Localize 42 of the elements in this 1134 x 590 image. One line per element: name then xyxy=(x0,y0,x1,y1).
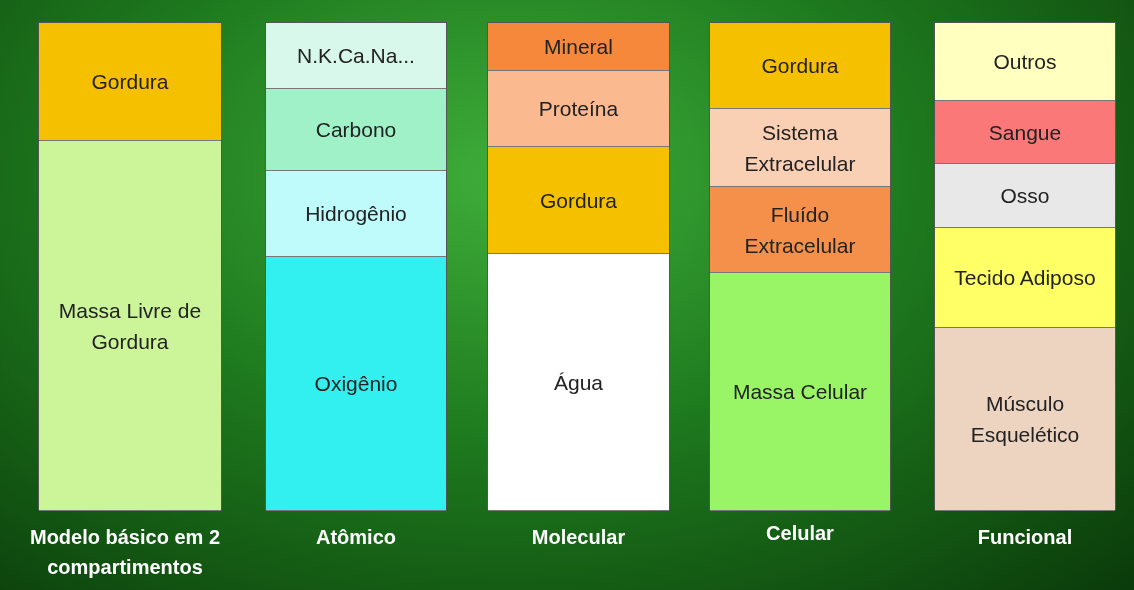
segment-label: Gordura xyxy=(538,187,618,214)
segment-label: Sistema Extracelular xyxy=(743,119,857,177)
segment-label: Outros xyxy=(992,49,1058,75)
column-segment xyxy=(488,71,669,147)
column-segment xyxy=(710,187,890,273)
segment-label: Osso xyxy=(999,183,1051,209)
column-segment xyxy=(266,89,446,171)
column-segment xyxy=(39,23,221,141)
column-segment xyxy=(266,257,446,511)
column-caption: Molecular xyxy=(530,525,627,550)
segment-label: Fluído Extracelular xyxy=(743,201,857,259)
segment-label: N.K.Ca.Na... xyxy=(296,43,416,69)
column-segment xyxy=(39,141,221,511)
column-caption: Celular xyxy=(765,521,835,546)
column-segment xyxy=(488,147,669,254)
segment-label: Sangue xyxy=(987,119,1063,146)
segment-label: Proteína xyxy=(537,96,620,122)
segment-label: Oxigênio xyxy=(313,371,399,397)
column-segment xyxy=(935,328,1115,511)
column-segment xyxy=(488,23,669,71)
column-segment xyxy=(266,171,446,257)
column-caption: Atômico xyxy=(315,525,397,550)
segment-label: Gordura xyxy=(90,69,170,95)
segment-label: Mineral xyxy=(543,34,614,60)
segment-label: Músculo Esquelético xyxy=(969,391,1081,448)
segment-label: Água xyxy=(552,369,604,396)
column-segment xyxy=(935,23,1115,101)
column-segment xyxy=(710,273,890,511)
segment-label: Hidrogênio xyxy=(304,201,408,227)
column-segment xyxy=(710,23,890,109)
column-segment xyxy=(935,101,1115,164)
column-segment xyxy=(935,228,1115,328)
column-segment xyxy=(935,164,1115,228)
segment-label: Tecido Adiposo xyxy=(953,265,1097,291)
column-segment xyxy=(266,23,446,89)
segment-label: Carbono xyxy=(314,117,398,143)
segment-label: Massa Celular xyxy=(731,379,869,405)
segment-label: Gordura xyxy=(760,53,840,79)
segment-label: Massa Livre de Gordura xyxy=(57,297,203,355)
column-segment xyxy=(710,109,890,187)
column-caption: Modelo básico em 2 compartimentos xyxy=(28,525,222,580)
column-caption: Funcional xyxy=(976,525,1074,550)
